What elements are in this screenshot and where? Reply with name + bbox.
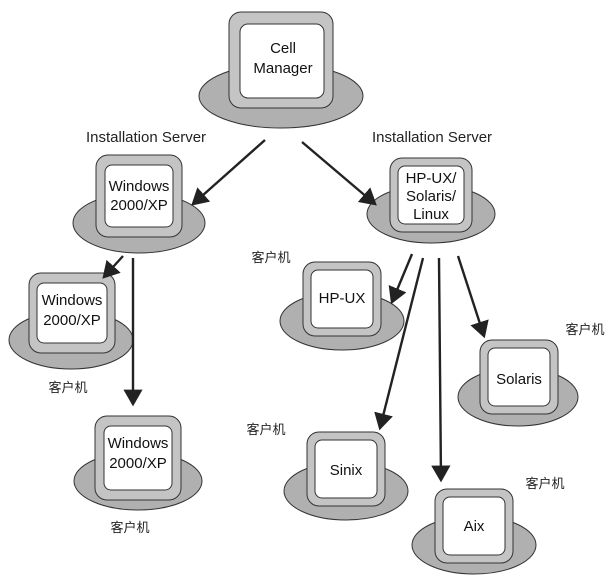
edge-cell-manager-to-unix-server [301,141,377,206]
edge-unix-server-to-hpux [388,253,414,305]
client-label: 客户机 [525,476,564,492]
installation-server-windows-node: Windows 2000/XP [72,154,206,254]
installation-server-caption: Installation Server [372,129,492,146]
installation-server-caption: Installation Server [86,129,206,146]
node-label-line: Windows [42,292,103,309]
node-label-line: Sinix [330,462,363,479]
client-aix-node: Aix [411,488,537,575]
node-label-line: Windows [109,178,170,195]
node-label-line: Windows [108,435,169,452]
edge-unix-server-to-aix [431,257,451,483]
client-label: 客户机 [251,250,290,266]
installation-server-unix-node: HP-UX/ Solaris/ Linux [366,157,496,244]
edge-unix-server-to-sinix [374,257,425,431]
node-label-line: HP-UX/ [406,170,458,187]
client-label: 客户机 [246,422,285,438]
node-label-line: Solaris [496,371,542,388]
node-label-line: Manager [253,60,312,77]
node-label-line: Aix [464,518,485,535]
edge-unix-server-to-solaris [456,255,489,339]
client-windows-1-node: Windows 2000/XP [8,272,134,370]
node-label-line: 2000/XP [109,455,167,472]
client-sinix-node: Sinix [283,431,409,521]
node-label-line: 2000/XP [43,312,101,329]
node-label-line: Cell [270,40,296,57]
cell-manager-node: Cell Manager [198,11,364,129]
edge-cell-manager-to-win-server [191,139,266,206]
node-label-line: Solaris/ [406,188,457,205]
client-windows-2-node: Windows 2000/XP [73,415,203,511]
client-label: 客户机 [110,520,149,536]
node-label-line: HP-UX [319,290,366,307]
client-label: 客户机 [48,380,87,396]
node-label-line: Linux [413,206,449,223]
client-label: 客户机 [565,322,604,338]
client-solaris-node: Solaris [457,339,579,427]
edge-win-server-to-client-1 [102,255,124,279]
node-label-line: 2000/XP [110,197,168,214]
client-hpux-node: HP-UX [279,261,405,351]
